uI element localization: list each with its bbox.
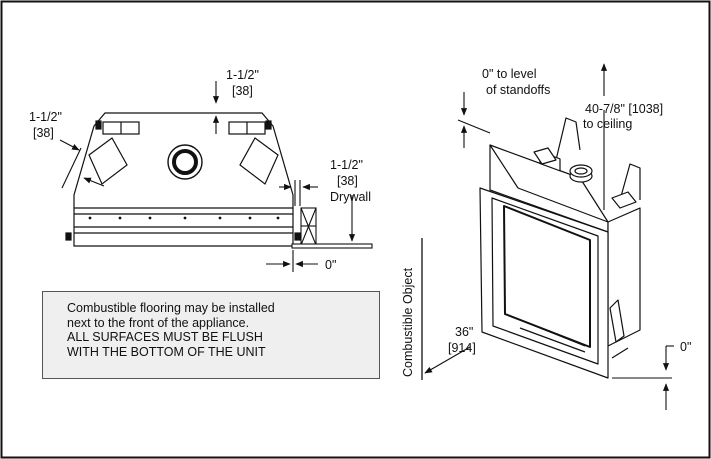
dim-floor-label: 0": [325, 258, 336, 272]
drywall-label: Drywall: [330, 190, 371, 204]
dim-drywall-label-2: [38]: [337, 174, 358, 188]
plan-flue-inner: [172, 149, 198, 175]
dim-side-label-1: 1-1/2": [29, 110, 62, 124]
combustible-object-label: Combustible Object: [401, 267, 415, 377]
floor-slab: [291, 243, 373, 249]
note-line-4: WITH THE BOTTOM OF THE UNIT: [67, 344, 266, 359]
dim-36-label-1: 36": [455, 325, 473, 339]
dim-36-label-2: [914]: [448, 341, 476, 355]
standoffs-label-2: of standoffs: [486, 83, 550, 97]
dim-standoffs: [457, 92, 491, 148]
iso-standoff-left: [555, 117, 581, 161]
dim-side: [59, 139, 105, 189]
plan-vent-left: [88, 137, 128, 185]
plan-view: [65, 112, 301, 247]
drywall-section: [291, 207, 373, 249]
plan-vent-right: [239, 137, 279, 185]
dim-drywall-label-1: 1-1/2": [330, 158, 363, 172]
note-line-3: ALL SURFACES MUST BE FLUSH: [67, 330, 263, 344]
plan-rivets: [88, 216, 280, 220]
dim-floor: [266, 250, 318, 272]
iso-glass: [503, 205, 591, 348]
standoffs-label-1: 0" to level: [482, 67, 536, 81]
ceiling-label-1: 40-7/8" [1038]: [585, 102, 663, 116]
note-line-2: next to the front of the appliance.: [67, 315, 250, 330]
flooring-note: Combustible flooring may be installed ne…: [42, 291, 380, 379]
dim-top-label-2: [38]: [232, 84, 253, 98]
dim-top-label-1: 1-1/2": [226, 68, 259, 82]
iso-fireplace: [479, 117, 641, 379]
dim-side-label-2: [38]: [33, 126, 54, 140]
note-line-1: Combustible flooring may be installed: [67, 301, 275, 315]
iso-standoff-right: [619, 163, 641, 201]
ceiling-label-2: to ceiling: [583, 117, 632, 131]
dim-36: [424, 346, 471, 374]
dim-bottom: [612, 345, 674, 410]
dim-drywall: [279, 180, 356, 242]
bottom-clearance-label: 0": [680, 340, 691, 354]
